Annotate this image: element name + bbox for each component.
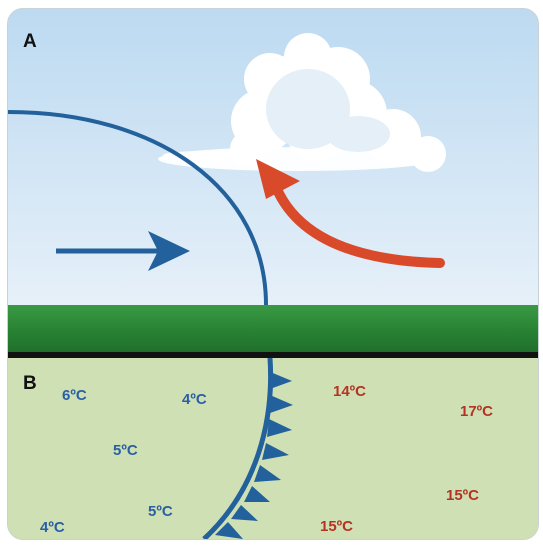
arrow-right-icon (56, 231, 190, 271)
panel-divider (8, 352, 538, 358)
ground-strip (8, 305, 538, 352)
cumulus-cloud-icon (158, 33, 446, 172)
cold-temperature-label: 5ºC (148, 503, 173, 520)
diagram-drawing (8, 9, 538, 539)
warm-temperature-label: 14ºC (333, 383, 366, 400)
cold-front-map-symbol (202, 357, 293, 539)
panel-a-label: A (23, 31, 37, 52)
cold-temperature-label: 4ºC (40, 519, 65, 536)
cold-temperature-label: 4ºC (182, 391, 207, 408)
cold-front-boundary (8, 110, 268, 306)
warm-temperature-label: 15ºC (320, 518, 353, 535)
cold-temperature-label: 5ºC (113, 442, 138, 459)
cold-temperature-label: 6ºC (62, 387, 87, 404)
cold-front-diagram: A B 6ºC 4ºC 5ºC 5ºC 4ºC 14ºC 17ºC 15ºC 1… (7, 8, 539, 540)
warm-temperature-label: 17ºC (460, 403, 493, 420)
curved-arrow-up-icon (256, 159, 445, 268)
warm-temperature-label: 15ºC (446, 487, 479, 504)
panel-b-label: B (23, 373, 37, 394)
